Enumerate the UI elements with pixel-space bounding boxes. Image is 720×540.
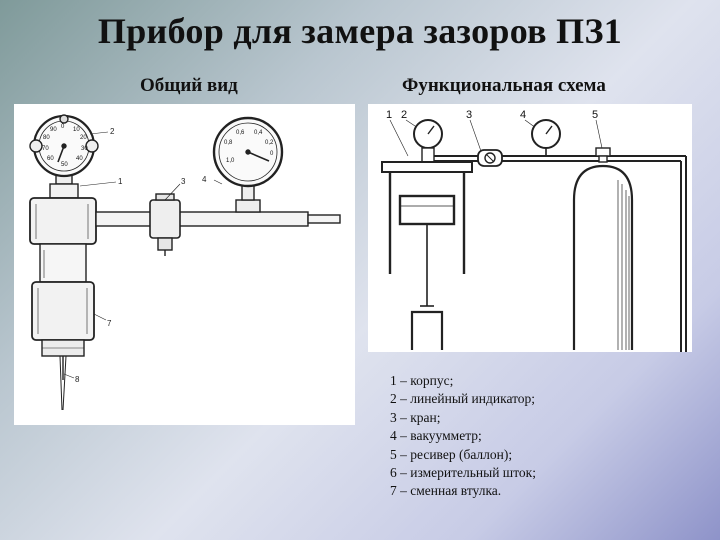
callout-7: 7 [107,319,112,328]
corpus-body [29,183,97,341]
vacuum-dial-label: 0,6 [236,130,245,136]
callout-8: 8 [75,375,80,384]
indicator-dial-label: 20 [80,135,87,141]
vacuum-dial-label: 0 [270,151,274,157]
scheme-callout-5: 5 [592,109,598,121]
scheme-callout-4: 4 [520,109,526,121]
legend-item: 5 – ресивер (баллон); [390,446,513,462]
indicator-dial-label: 0 [61,124,65,130]
functional-scheme-drawing: 1 2 3 4 5 [368,104,692,352]
indicator-dial-label: 80 [43,135,50,141]
functional-scheme-heading: Функциональная схема [402,75,606,96]
legend-item: 4 – вакуумметр; [390,428,482,444]
indicator-dial-label: 50 [61,162,68,168]
vacuum-dial-label: 0,8 [224,140,233,146]
indicator-dial-label: 10 [73,127,80,133]
indicator-dial-label: 40 [76,156,83,162]
indicator-dial-label: 90 [50,127,57,133]
vacuum-dial-label: 0,4 [254,130,263,136]
connecting-pipe [95,211,341,227]
legend-item: 3 – кран; [390,409,441,425]
scheme-pipe [434,155,687,352]
scheme-vacuum-gauge-icon [531,119,561,156]
vacuum-dial-label: 0,2 [265,140,274,146]
scheme-callout-1: 1 [386,109,392,121]
indicator-dial-label: 30 [81,146,88,152]
callout-2: 2 [110,127,115,136]
scheme-callouts: 1 2 3 4 5 [386,109,603,157]
legend-item: 1 – корпус; [390,373,454,388]
vacuum-gauge-icon: 0,6 0,4 0,8 0,2 1,0 0 [212,116,284,213]
valve-icon [149,193,181,256]
callout-3: 3 [181,177,186,186]
scheme-callout-2: 2 [401,109,407,121]
scheme-valve-icon [477,149,503,167]
receiver-balloon-icon [572,147,634,350]
measuring-rod-icon [59,355,67,411]
callout-4: 4 [202,175,207,184]
indicator-dial-label: 60 [47,156,54,162]
callouts: 1 2 3 4 7 8 [63,127,223,384]
indicator-dial-label: 70 [42,146,49,152]
general-view-heading: Общий вид [140,75,238,96]
legend-item: 6 – измерительный шток; [390,465,536,481]
callout-1: 1 [118,177,123,186]
scheme-callout-3: 3 [466,109,472,121]
slide-title: Прибор для замера зазоров ПЗ1 [97,11,623,51]
indicator-gauge-icon [413,119,443,163]
linear-indicator-icon: 0 10 20 30 40 50 60 70 80 90 [29,114,99,185]
corpus-cylinder [381,161,473,350]
replaceable-sleeve [41,339,85,357]
component-legend: 1 – корпус; 2 – линейный индикатор; 3 – … [390,372,536,501]
legend-item: 7 – сменная втулка. [390,483,502,499]
general-view-drawing: 0 10 20 30 40 50 60 70 80 90 [14,104,355,425]
legend-item: 2 – линейный индикатор; [390,391,536,407]
vacuum-dial-label: 1,0 [226,158,235,164]
